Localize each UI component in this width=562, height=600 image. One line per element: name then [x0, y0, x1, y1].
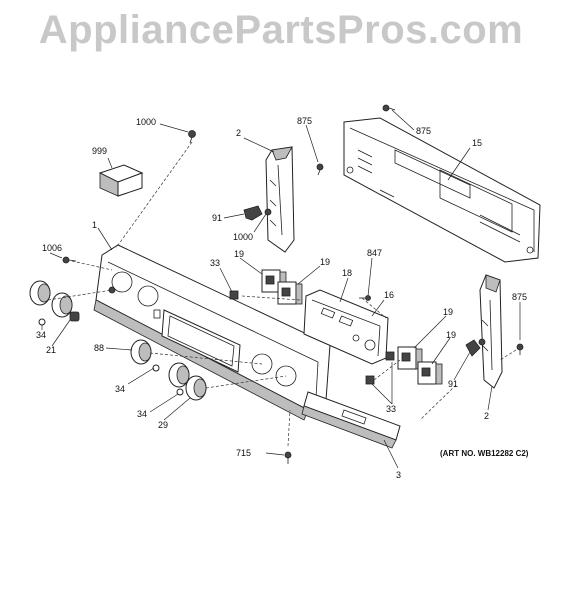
callout-875-c: 875 — [512, 292, 527, 302]
back-panel-drawing — [343, 117, 541, 263]
callout-1: 1 — [92, 220, 97, 230]
art-number-label: (ART NO. WB12282 C2) — [440, 449, 529, 458]
watermark-logo: AppliancePartsPros.com — [38, 8, 524, 52]
clip-91-drawing — [243, 205, 486, 357]
control-panel-drawing — [93, 244, 331, 421]
knob-clips-34 — [38, 311, 184, 396]
callout-2-top: 2 — [236, 128, 241, 138]
parts-box-999 — [98, 164, 144, 197]
leader-lines — [41, 109, 521, 469]
callout-34-b: 34 — [115, 384, 125, 394]
left-bracket-drawing — [265, 146, 295, 253]
callout-19-c: 19 — [443, 307, 453, 317]
callout-999: 999 — [92, 146, 107, 156]
callout-847: 847 — [367, 248, 382, 258]
trim-strip-drawing — [301, 391, 401, 449]
right-bracket-drawing — [479, 274, 503, 389]
assembly-lines — [47, 141, 517, 447]
callout-91-bottom: 91 — [448, 379, 458, 389]
callout-88: 88 — [94, 343, 104, 353]
callout-715: 715 — [236, 448, 251, 458]
callout-33-top: 33 — [210, 258, 220, 268]
callout-19-d: 19 — [446, 330, 456, 340]
callout-29: 29 — [158, 420, 168, 430]
callout-33-bottom: 33 — [386, 404, 396, 414]
infinite-switch-19 — [261, 269, 443, 385]
callout-19-b: 19 — [320, 257, 330, 267]
callout-1000-top: 1000 — [136, 117, 156, 127]
callout-16: 16 — [384, 290, 394, 300]
callout-34-c: 34 — [137, 409, 147, 419]
callout-labels: 1000 999 2 875 875 15 91 1000 1 1006 19 … — [36, 116, 529, 480]
callout-875-a: 875 — [297, 116, 312, 126]
callout-2-bottom: 2 — [484, 411, 489, 421]
callout-3: 3 — [396, 470, 401, 480]
callout-1000-mid: 1000 — [233, 232, 253, 242]
callout-19-a: 19 — [234, 249, 244, 259]
callout-21: 21 — [46, 345, 56, 355]
callout-875-b: 875 — [416, 126, 431, 136]
switch-block-33 — [229, 290, 395, 385]
callout-1006: 1006 — [42, 243, 62, 253]
knobs-drawing — [29, 280, 207, 401]
callout-34-a: 34 — [36, 330, 46, 340]
callout-91-top: 91 — [212, 213, 222, 223]
callout-18: 18 — [342, 268, 352, 278]
callout-15: 15 — [472, 138, 482, 148]
